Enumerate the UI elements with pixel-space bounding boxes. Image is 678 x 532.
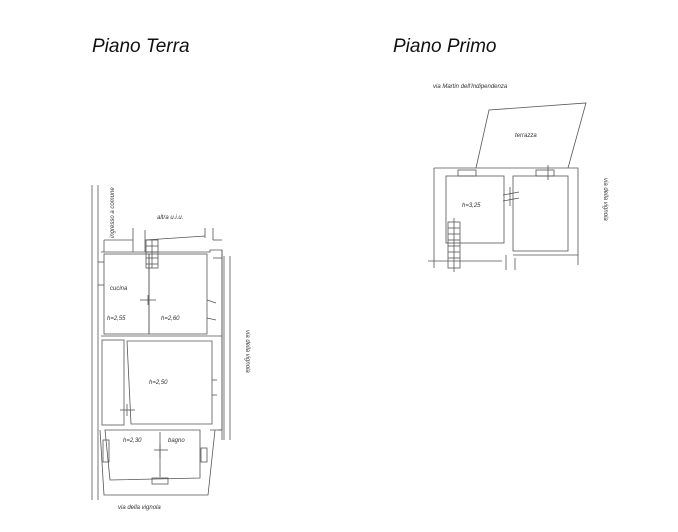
label-neighbor-unit: altra u.i.u. (157, 215, 184, 221)
label-street-east-ground: via della vignola (244, 330, 250, 373)
label-height-first: h=3,25 (462, 203, 481, 209)
first-floor-plan (428, 102, 587, 272)
first-floor-title: Piano Primo (393, 36, 497, 57)
ground-floor-plan (91, 185, 231, 500)
label-height-kitchen: h=2,55 (107, 316, 126, 322)
label-bathroom: bagno (168, 438, 185, 444)
label-height-room3: h=2,30 (123, 438, 142, 444)
label-street-south: via della vignola (118, 505, 161, 511)
label-street-east-first: via della vignola (602, 178, 608, 221)
label-kitchen: cucina (110, 286, 128, 292)
label-height-room2: h=2,50 (149, 380, 168, 386)
stairs-first (447, 218, 461, 272)
label-street-north: via Martin dell'Indipendenza (433, 84, 508, 90)
stairs-ground (145, 239, 159, 269)
label-height-room1: h=2,60 (161, 316, 180, 322)
label-access: ingresso a comune (110, 187, 116, 238)
label-terrace: terrazza (515, 133, 537, 139)
ground-floor-title: Piano Terra (92, 36, 190, 57)
